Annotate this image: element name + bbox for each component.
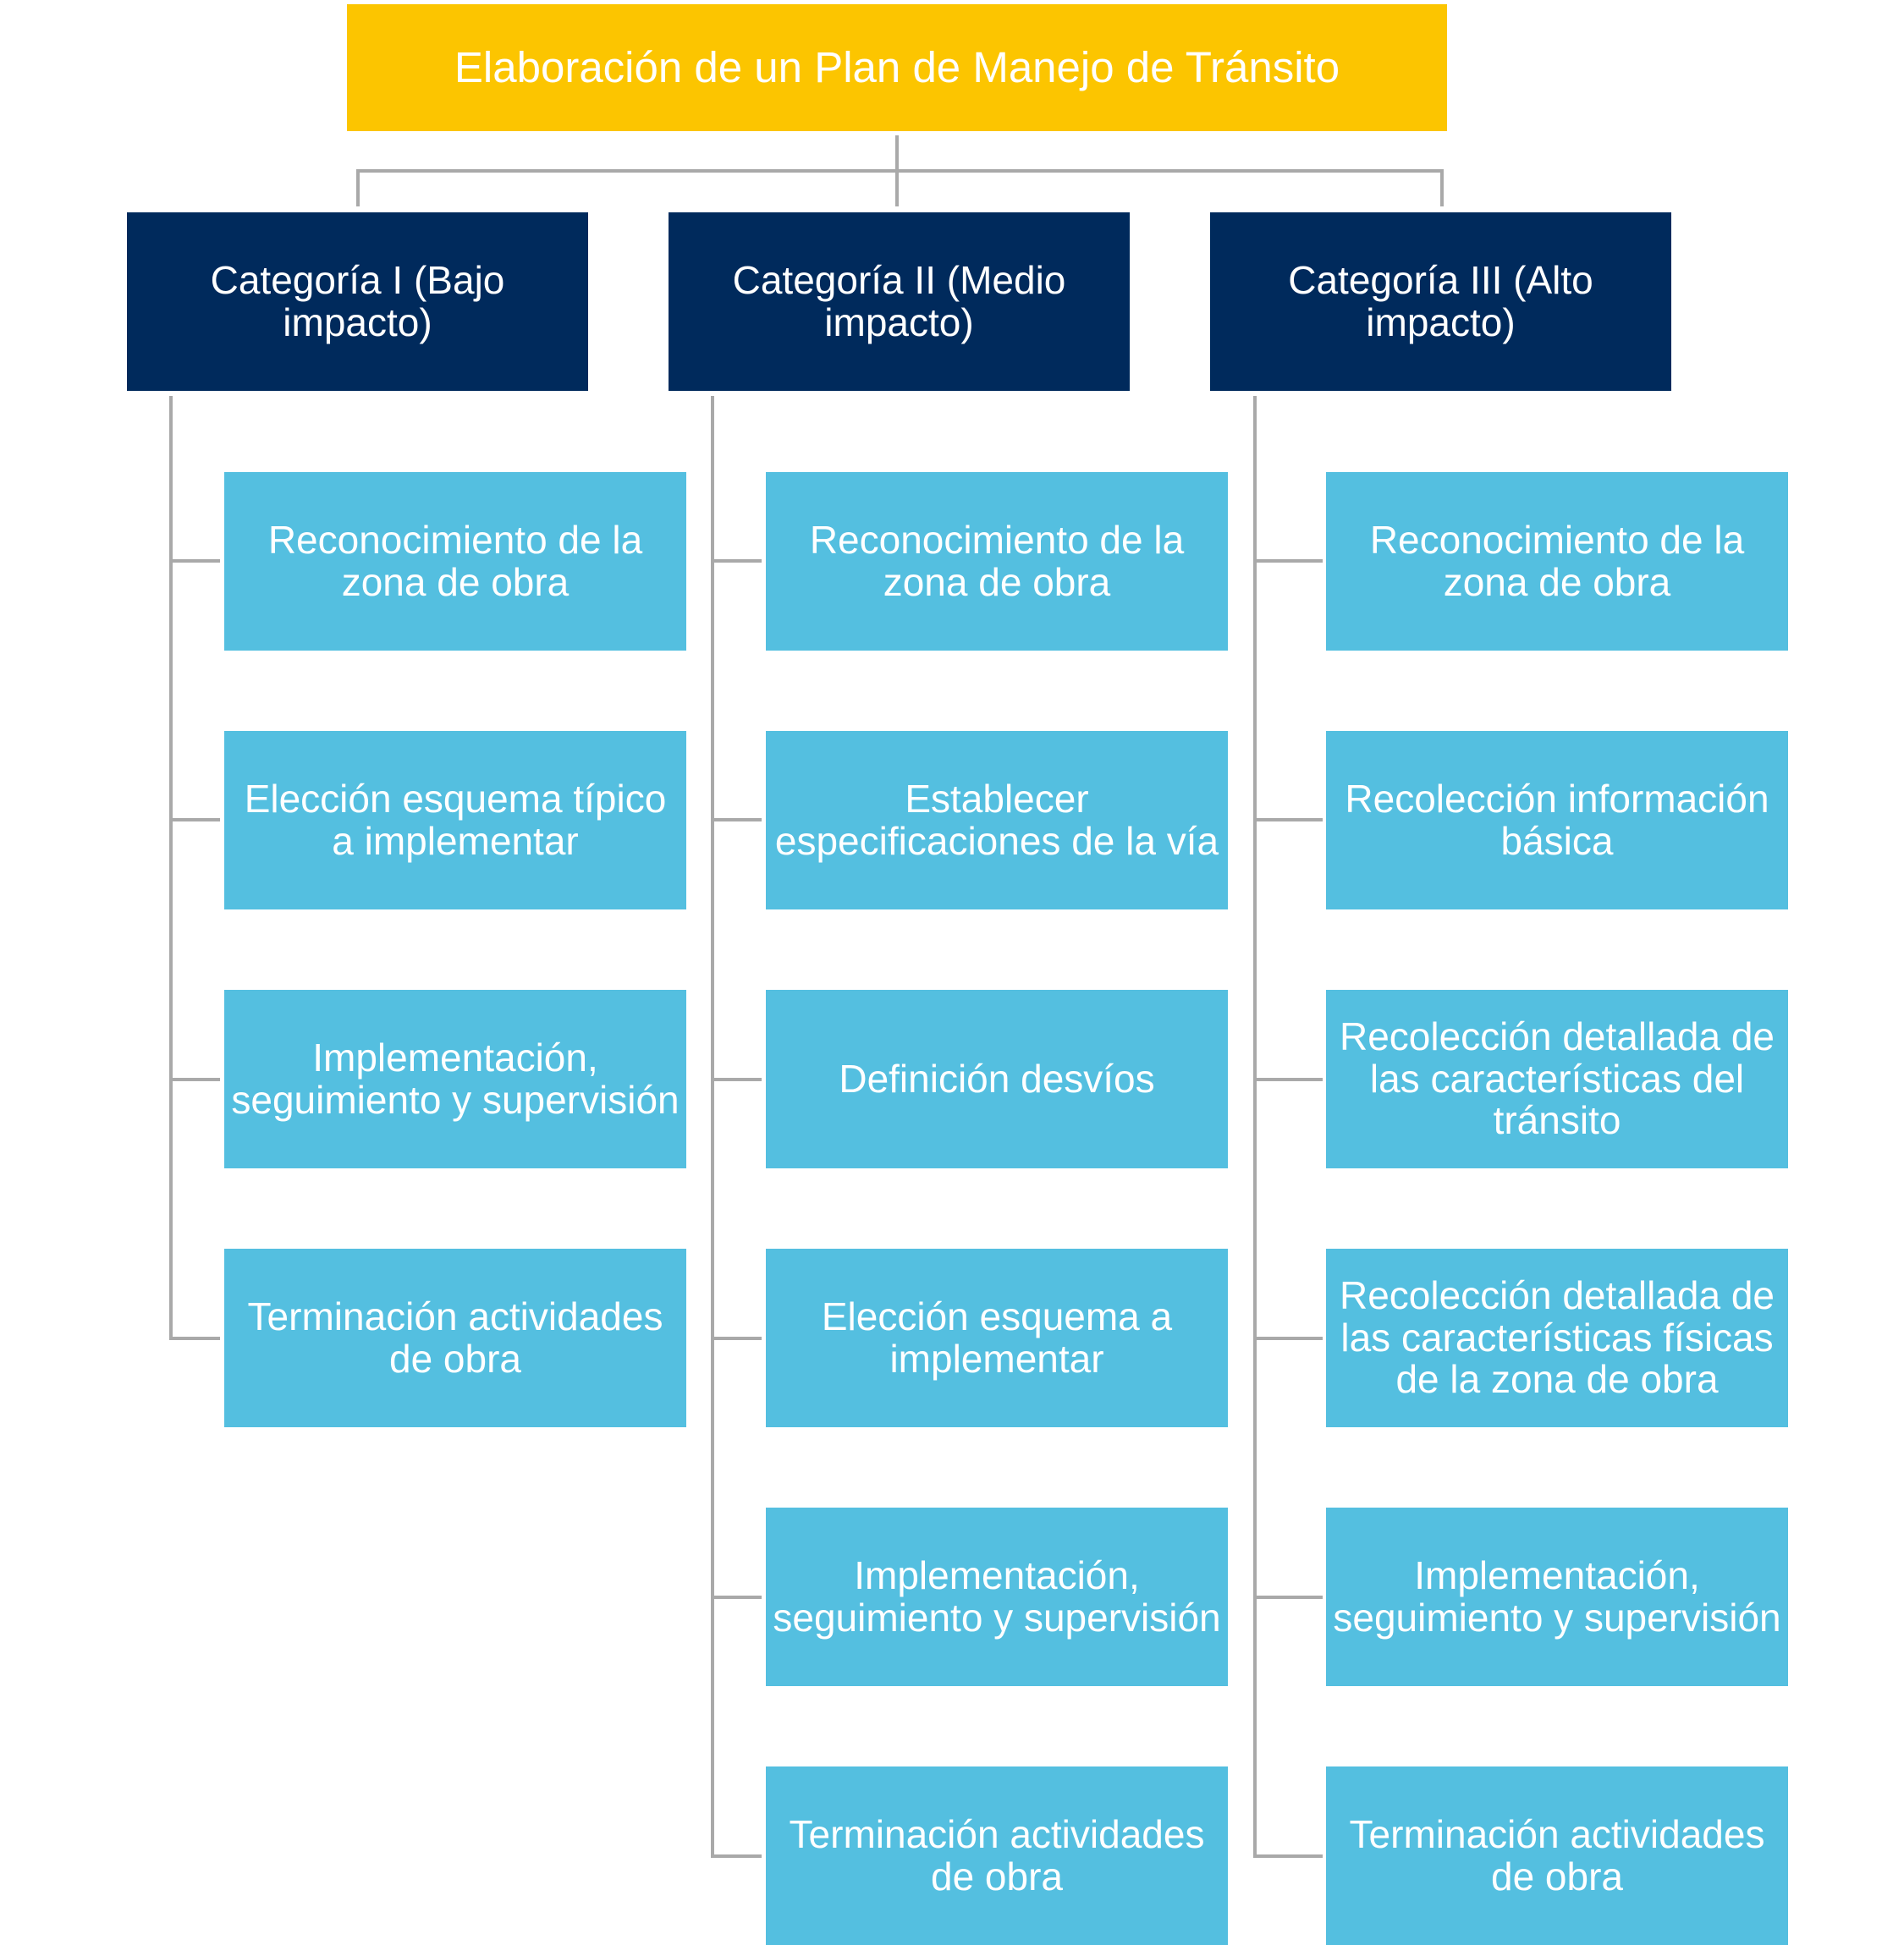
category-2-step-2: Establecer especificaciones de la vía <box>766 731 1228 909</box>
category-1-step-2: Elección esquema típico a implementar <box>224 731 686 909</box>
category-2-step-1: Reconocimiento de la zona de obra <box>766 472 1228 651</box>
category-2-step-6: Terminación actividades de obra <box>766 1766 1228 1945</box>
category-3-step-5: Implementación, seguimiento y supervisió… <box>1326 1508 1788 1686</box>
category-1-step-3: Implementación, seguimiento y supervisió… <box>224 990 686 1168</box>
category-3-step-6: Terminación actividades de obra <box>1326 1766 1788 1945</box>
category-3-step-4: Recolección detallada de las característ… <box>1326 1249 1788 1427</box>
category-2-header: Categoría II (Medio impacto) <box>669 212 1130 391</box>
category-2-step-4: Elección esquema a implementar <box>766 1249 1228 1427</box>
category-2-step-5: Implementación, seguimiento y supervisió… <box>766 1508 1228 1686</box>
category-1-header: Categoría I (Bajo impacto) <box>127 212 588 391</box>
category-1-step-4: Terminación actividades de obra <box>224 1249 686 1427</box>
category-3-step-3: Recolección detallada de las característ… <box>1326 990 1788 1168</box>
category-1-step-1: Reconocimiento de la zona de obra <box>224 472 686 651</box>
category-3-step-1: Reconocimiento de la zona de obra <box>1326 472 1788 651</box>
category-3-header: Categoría III (Alto impacto) <box>1210 212 1671 391</box>
category-2-step-3: Definición desvíos <box>766 990 1228 1168</box>
diagram-title: Elaboración de un Plan de Manejo de Trán… <box>347 4 1447 131</box>
category-3-step-2: Recolección información básica <box>1326 731 1788 909</box>
